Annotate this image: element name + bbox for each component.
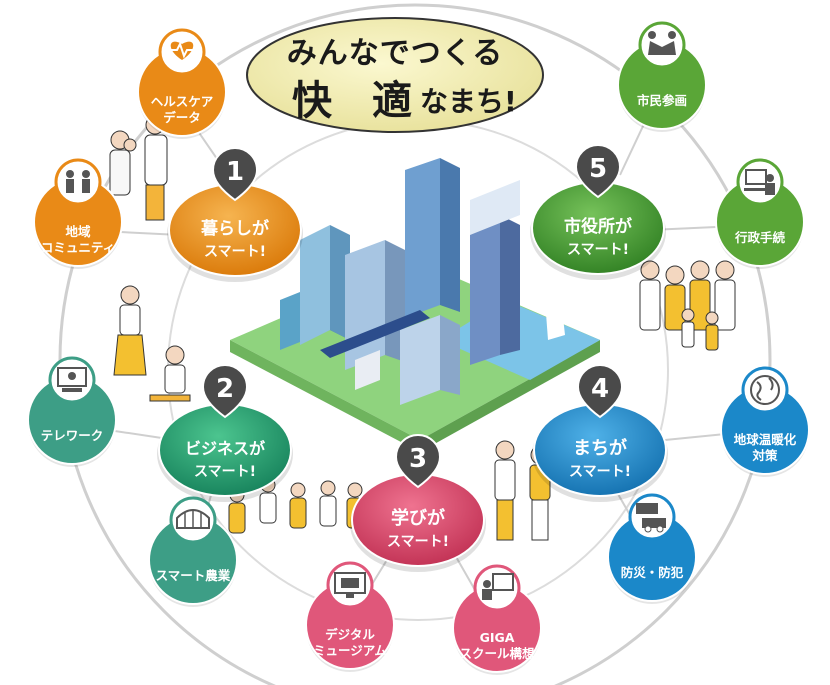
pc-user-icon: [744, 169, 775, 195]
telework-icon: [57, 367, 87, 392]
community-icon: [66, 170, 90, 193]
satellite-7: 防災・防犯: [607, 493, 697, 604]
hub-label-line-1: まちが: [573, 437, 627, 459]
satellite-label-line-1: デジタル: [325, 627, 375, 642]
satellite-label-line-1: 行政手続: [734, 230, 786, 245]
hub-label-line-1: 暮らしが: [200, 218, 269, 239]
heart-pulse-icon: [170, 41, 194, 60]
satellite-label-line-2: ミュージアム: [313, 643, 387, 658]
icon-badge: [54, 158, 102, 206]
satellite-label-line-2: データ: [163, 110, 201, 125]
satellite-9: 行政手続: [715, 158, 805, 269]
hub-label-line-2: スマート!: [204, 244, 266, 260]
museum-monitor-icon: [334, 572, 366, 598]
satellite-group: ヘルスケアデータ地域コミュニティテレワークスマート農業デジタルミュージアムGIG…: [27, 21, 810, 675]
hub-number: 4: [591, 374, 609, 404]
title-big-char-1: 快: [292, 78, 332, 124]
family-figures: [109, 115, 168, 221]
hub-number-pin: 1: [211, 147, 259, 202]
satellite-label-line-1: GIGA: [480, 630, 515, 645]
satellite-label-line-1: 地域: [65, 224, 91, 239]
title-rest: なまち!: [420, 85, 517, 118]
emergency-vehicles-icon: [636, 503, 666, 533]
satellite-label-line-2: スクール構想: [459, 646, 535, 661]
title-line-1: みんなでつくる: [286, 36, 504, 71]
satellite-10: 市民参画: [617, 21, 707, 132]
office-worker-figures: [113, 285, 191, 402]
hub-number-pin: 5: [574, 144, 622, 199]
icon-badge: [736, 158, 784, 206]
hub-label-line-1: 学びが: [391, 507, 445, 529]
hub-number: 2: [216, 374, 234, 404]
city-illustration: [230, 158, 600, 452]
satellite-label-line-1: 防災・防犯: [621, 565, 684, 580]
hub-label-line-1: 市役所が: [564, 216, 632, 237]
hub-number: 5: [589, 154, 607, 184]
title-big-char-2: 適: [372, 78, 412, 124]
satellite-label-line-1: 市民参画: [637, 93, 687, 108]
icon-badge: [741, 366, 789, 414]
hub-number: 3: [409, 444, 427, 474]
satellite-label-line-2: コミュニティ: [41, 240, 115, 255]
title-line-2: 快 適 なまち!: [280, 68, 520, 124]
satellite-label-line-2: 対策: [751, 448, 778, 463]
hub-number-pin: 3: [394, 434, 442, 489]
hub-number-pin: 4: [576, 364, 624, 419]
satellite-label-line-1: ヘルスケア: [151, 94, 214, 109]
hub-group: 1暮らしがスマート!2ビジネスがスマート!3学びがスマート!4まちがスマート!5…: [157, 144, 668, 572]
globe-icon: [750, 375, 780, 405]
hub-label-line-2: スマート!: [387, 534, 449, 550]
hub-label-line-2: スマート!: [194, 464, 256, 480]
satellite-label-line-1: テレワーク: [41, 428, 104, 443]
online-class-icon: [482, 573, 514, 600]
hub-label-line-2: スマート!: [567, 242, 629, 258]
satellite-label-line-1: スマート農業: [156, 568, 231, 583]
citizens-group-figures: [639, 260, 736, 351]
handshake-icon: [648, 31, 676, 55]
satellite-label-line-1: 地球温暖化: [734, 432, 797, 447]
hub-label-line-1: ビジネスが: [185, 439, 265, 458]
hub-number: 1: [226, 157, 244, 187]
satellite-4: スマート農業: [148, 496, 238, 607]
hub-number-pin: 2: [201, 364, 249, 419]
greenhouse-icon: [176, 509, 210, 529]
shoppers-figures: [494, 440, 551, 541]
title-bubble: [246, 17, 544, 133]
icon-badge: [638, 21, 686, 69]
hub-label-line-2: スマート!: [569, 464, 631, 480]
satellite-3: テレワーク: [27, 356, 117, 467]
icon-badge: [628, 493, 676, 541]
